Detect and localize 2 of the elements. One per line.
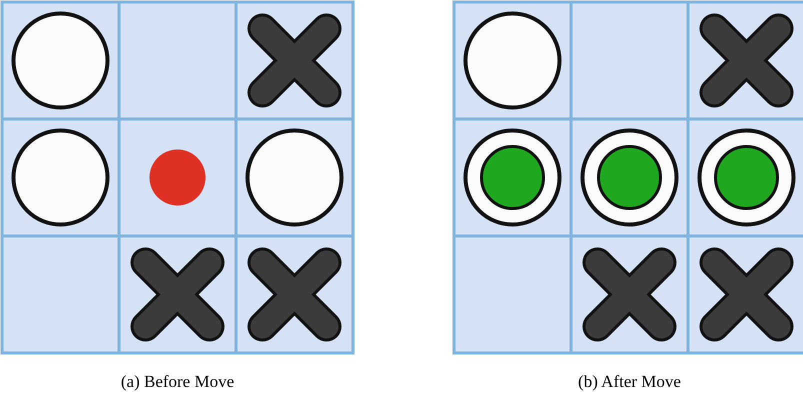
figure-caption: (b) After Move	[578, 372, 681, 392]
figure-caption: (a) Before Move	[120, 372, 234, 392]
